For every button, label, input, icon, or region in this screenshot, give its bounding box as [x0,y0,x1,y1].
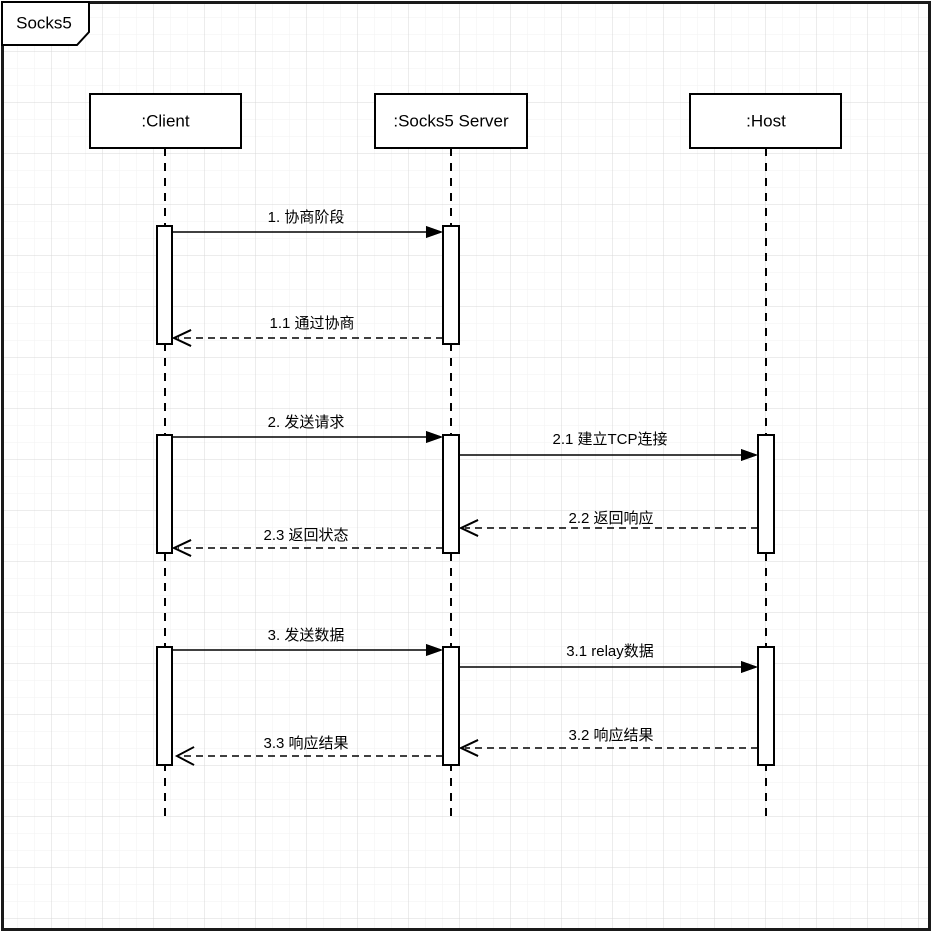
activation-host-2[interactable] [757,434,775,554]
message-3-1-arrowhead-overlay [741,661,758,673]
lifeline-host-box[interactable] [689,93,842,149]
message-3-3-arrowhead-overlay [175,746,195,766]
message-2-label: 2. 发送请求 [268,414,345,431]
activation-server-2[interactable] [442,434,460,554]
arrowheads-overlay [171,226,758,766]
lifeline-client-box[interactable] [89,93,242,149]
message-2-1-label: 2.1 建立TCP连接 [552,431,667,448]
message-1-1-arrowhead-overlay [171,329,192,347]
message-1-label: 1. 协商阶段 [268,209,345,226]
lifeline-server-label: :Socks5 Server [393,111,509,130]
lifeline-server-box[interactable] [374,93,528,149]
message-2-2-label: 2.2 返回响应 [568,509,653,527]
activation-client-3[interactable] [156,646,173,766]
message-2-1-arrowhead-overlay [741,449,758,461]
message-3-arrowhead-overlay [426,644,443,656]
message-3-2-arrowhead-overlay [458,739,479,757]
activation-host-3[interactable] [757,646,775,766]
frame-title-label: Socks5 [16,13,72,32]
message-3-3-label: 3.3 响应结果 [263,734,348,752]
message-3-1-label: 3.1 relay数据 [566,643,654,660]
message-2-3-label: 2.3 返回状态 [263,527,348,544]
message-1-arrowhead-overlay [426,226,443,238]
activation-bars-group [156,225,775,766]
frame-title-tab[interactable]: Socks5 [1,1,90,46]
frame-title-tab-shape [1,1,90,46]
message-3-label: 3. 发送数据 [268,627,345,644]
message-3-2-label: 3.2 响应结果 [568,726,653,744]
lifeline-client-label: :Client [141,111,189,130]
message-2-2-arrowhead-overlay [458,519,479,537]
activation-client-2[interactable] [156,434,173,554]
message-1-1-label: 1.1 通过协商 [269,315,354,332]
activation-client-1[interactable] [156,225,173,345]
messages-group: 1. 协商阶段 1.1 通过协商 2. 发送请求 2.1 建立TCP连接 [171,209,758,766]
activation-server-1[interactable] [442,225,460,345]
message-2-3-arrowhead-overlay [171,539,192,557]
message-2-arrowhead-overlay [426,431,443,443]
lifeline-host-label: :Host [746,111,786,130]
activation-server-3[interactable] [442,646,460,766]
